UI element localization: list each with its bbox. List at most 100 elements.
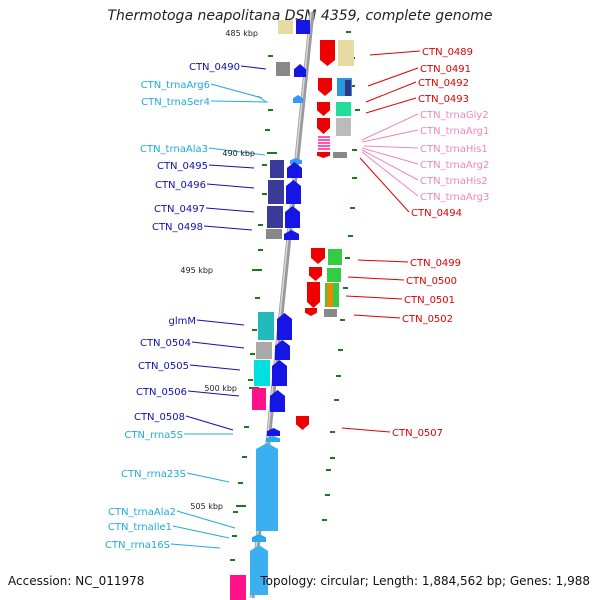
scale-label: 485 kbp (225, 29, 258, 38)
rrna-5s (266, 436, 280, 442)
gene-block (327, 283, 333, 307)
label-leader (369, 50, 421, 56)
label-leader (176, 510, 236, 529)
label-leader (172, 525, 230, 539)
gene-block (256, 342, 272, 359)
label-leader (345, 295, 403, 300)
label-leader (189, 364, 241, 371)
gene-block (327, 268, 341, 282)
label-leader (206, 183, 255, 189)
gene-block (324, 309, 337, 317)
gene-layer (230, 20, 354, 600)
gene-block (266, 229, 282, 239)
label-leader (359, 157, 410, 213)
gene-arrow (305, 308, 317, 316)
gene-label: CTN_trnaHis1 (420, 144, 488, 155)
gene-label: CTN_trnaArg2 (420, 160, 489, 171)
gene-block (338, 40, 354, 66)
gene-arrow (277, 313, 292, 340)
gene-arrow (317, 102, 330, 116)
gene-arrow (284, 230, 299, 240)
gene-label: CTN_rrna16S (105, 540, 170, 551)
gene-block (328, 249, 342, 265)
label-leader (240, 65, 267, 70)
gene-label: CTN_0504 (140, 338, 191, 349)
label-leader (208, 164, 255, 169)
label-leader (341, 427, 391, 433)
gene-label: CTN_0489 (422, 47, 473, 58)
gene-label: CTN_0490 (189, 62, 240, 73)
gene-arrow (285, 206, 300, 228)
gene-arrow (317, 118, 330, 134)
label-leader (170, 543, 221, 549)
gene-label: CTN_trnaArg1 (420, 126, 489, 137)
label-leader (203, 225, 253, 231)
gene-block (267, 206, 283, 228)
gene-block (278, 20, 293, 34)
gene-label: CTN_0501 (404, 295, 455, 306)
gene-arrow (275, 340, 290, 360)
gene-arrow (309, 267, 322, 281)
gene-arrow (267, 428, 280, 436)
gene-arrow (318, 78, 332, 96)
label-leader (361, 151, 419, 197)
gene-block (296, 20, 310, 34)
gene-label: CTN_trnaAla2 (108, 507, 176, 518)
gene-label: CTN_0502 (402, 314, 453, 325)
label-leader (367, 67, 419, 87)
gene-block (336, 118, 351, 136)
gene-label: CTN_0498 (152, 222, 203, 233)
accession-text: Accession: NC_011978 (8, 574, 145, 588)
label-leader (365, 97, 417, 114)
gene-block (230, 575, 246, 600)
label-leader (353, 314, 401, 319)
gene-label: CTN_trnaGly2 (420, 110, 489, 121)
gene-label: CTN_0492 (418, 78, 469, 89)
scale-label: 500 kbp (204, 384, 237, 393)
gene-label: CTN_0499 (410, 258, 461, 269)
gene-label: CTN_0508 (134, 412, 185, 423)
gene-block (345, 80, 351, 96)
scale-label: 505 kbp (190, 502, 223, 511)
label-leader (361, 113, 419, 141)
gene-arrow (270, 390, 285, 412)
gene-label: CTN_rrna5S (124, 430, 183, 441)
label-leader (196, 319, 245, 326)
gene-label: CTN_trnaIle1 (108, 522, 172, 533)
label-leader (361, 149, 419, 181)
gene-arrow (311, 248, 325, 264)
gene-block (258, 312, 274, 340)
gene-arrow (286, 180, 301, 204)
label-layer: 485 kbp 490 kbp 495 kbp 500 kbp 505 kbp CTN_0… (105, 29, 489, 551)
gene-block (252, 388, 266, 410)
gene-label: CTN_trnaHis2 (420, 176, 488, 187)
trna-marker (290, 158, 302, 164)
gene-label: CTN_0496 (155, 180, 206, 191)
gene-arrow (320, 40, 335, 66)
gene-block (254, 360, 270, 386)
gene-label: glmM (169, 316, 197, 327)
gene-arrow (294, 64, 306, 77)
rrna-16s (250, 545, 268, 595)
gene-label: CTN_0495 (157, 161, 208, 172)
label-leader (357, 259, 409, 263)
gene-label: CTN_0494 (411, 208, 462, 219)
label-leader (361, 129, 419, 143)
gene-block (276, 62, 290, 76)
scale-label: 490 kbp (222, 149, 255, 158)
trna-marker (252, 534, 266, 542)
scale-label: 495 kbp (180, 266, 213, 275)
label-leader (257, 95, 267, 103)
label-leader (363, 145, 419, 149)
gene-arrow (272, 360, 287, 386)
gene-label: CTN_0505 (138, 361, 189, 372)
gene-label: CTN_trnaArg6 (141, 80, 210, 91)
rrna-23s (256, 443, 278, 531)
gene-label: CTN_trnaSer4 (141, 97, 210, 108)
label-leader (365, 81, 417, 103)
leader-layer (170, 50, 421, 549)
label-leader (186, 472, 230, 483)
gene-arrow (307, 282, 320, 308)
